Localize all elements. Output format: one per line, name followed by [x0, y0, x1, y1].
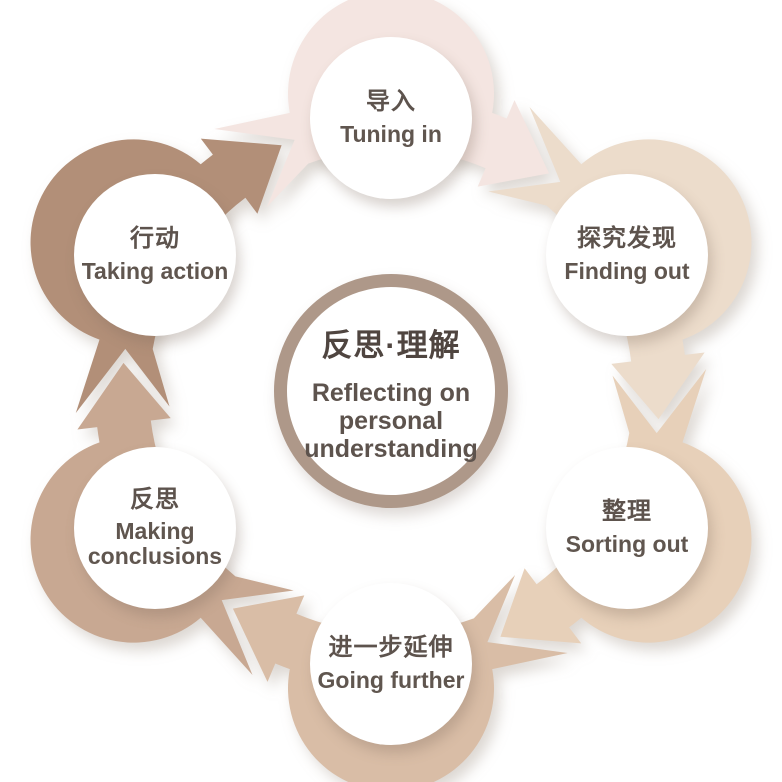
- node-taking-action-en-label: Taking action: [81, 257, 229, 284]
- node-going-further: 进一步延伸 Going further: [310, 583, 472, 745]
- node-tuning-in: 导入 Tuning in: [310, 37, 472, 199]
- node-tuning-in-zh-label: 导入: [366, 88, 416, 116]
- center-zh-label: 反思·理解: [321, 327, 461, 363]
- node-going-further-en-label: Going further: [317, 666, 465, 693]
- node-sorting-out-en-label: Sorting out: [565, 530, 689, 557]
- node-taking-action-zh-label: 行动: [130, 225, 180, 253]
- node-going-further-zh-label: 进一步延伸: [328, 634, 454, 662]
- node-making-conclusions: 反思 Making conclusions: [74, 447, 236, 609]
- node-finding-out: 探究发现 Finding out: [546, 174, 708, 336]
- node-sorting-out: 整理 Sorting out: [546, 447, 708, 609]
- node-finding-out-en-label: Finding out: [564, 257, 690, 284]
- node-sorting-out-zh-label: 整理: [602, 498, 652, 526]
- node-making-conclusions-en-label: Making conclusions: [87, 518, 223, 570]
- node-tuning-in-en-label: Tuning in: [340, 120, 442, 147]
- center-en-label: Reflecting on personal understanding: [304, 378, 478, 463]
- node-finding-out-zh-label: 探究发现: [577, 225, 677, 253]
- node-taking-action: 行动 Taking action: [74, 174, 236, 336]
- center-circle: 反思·理解 Reflecting on personal understandi…: [274, 274, 508, 508]
- node-making-conclusions-zh-label: 反思: [130, 485, 180, 513]
